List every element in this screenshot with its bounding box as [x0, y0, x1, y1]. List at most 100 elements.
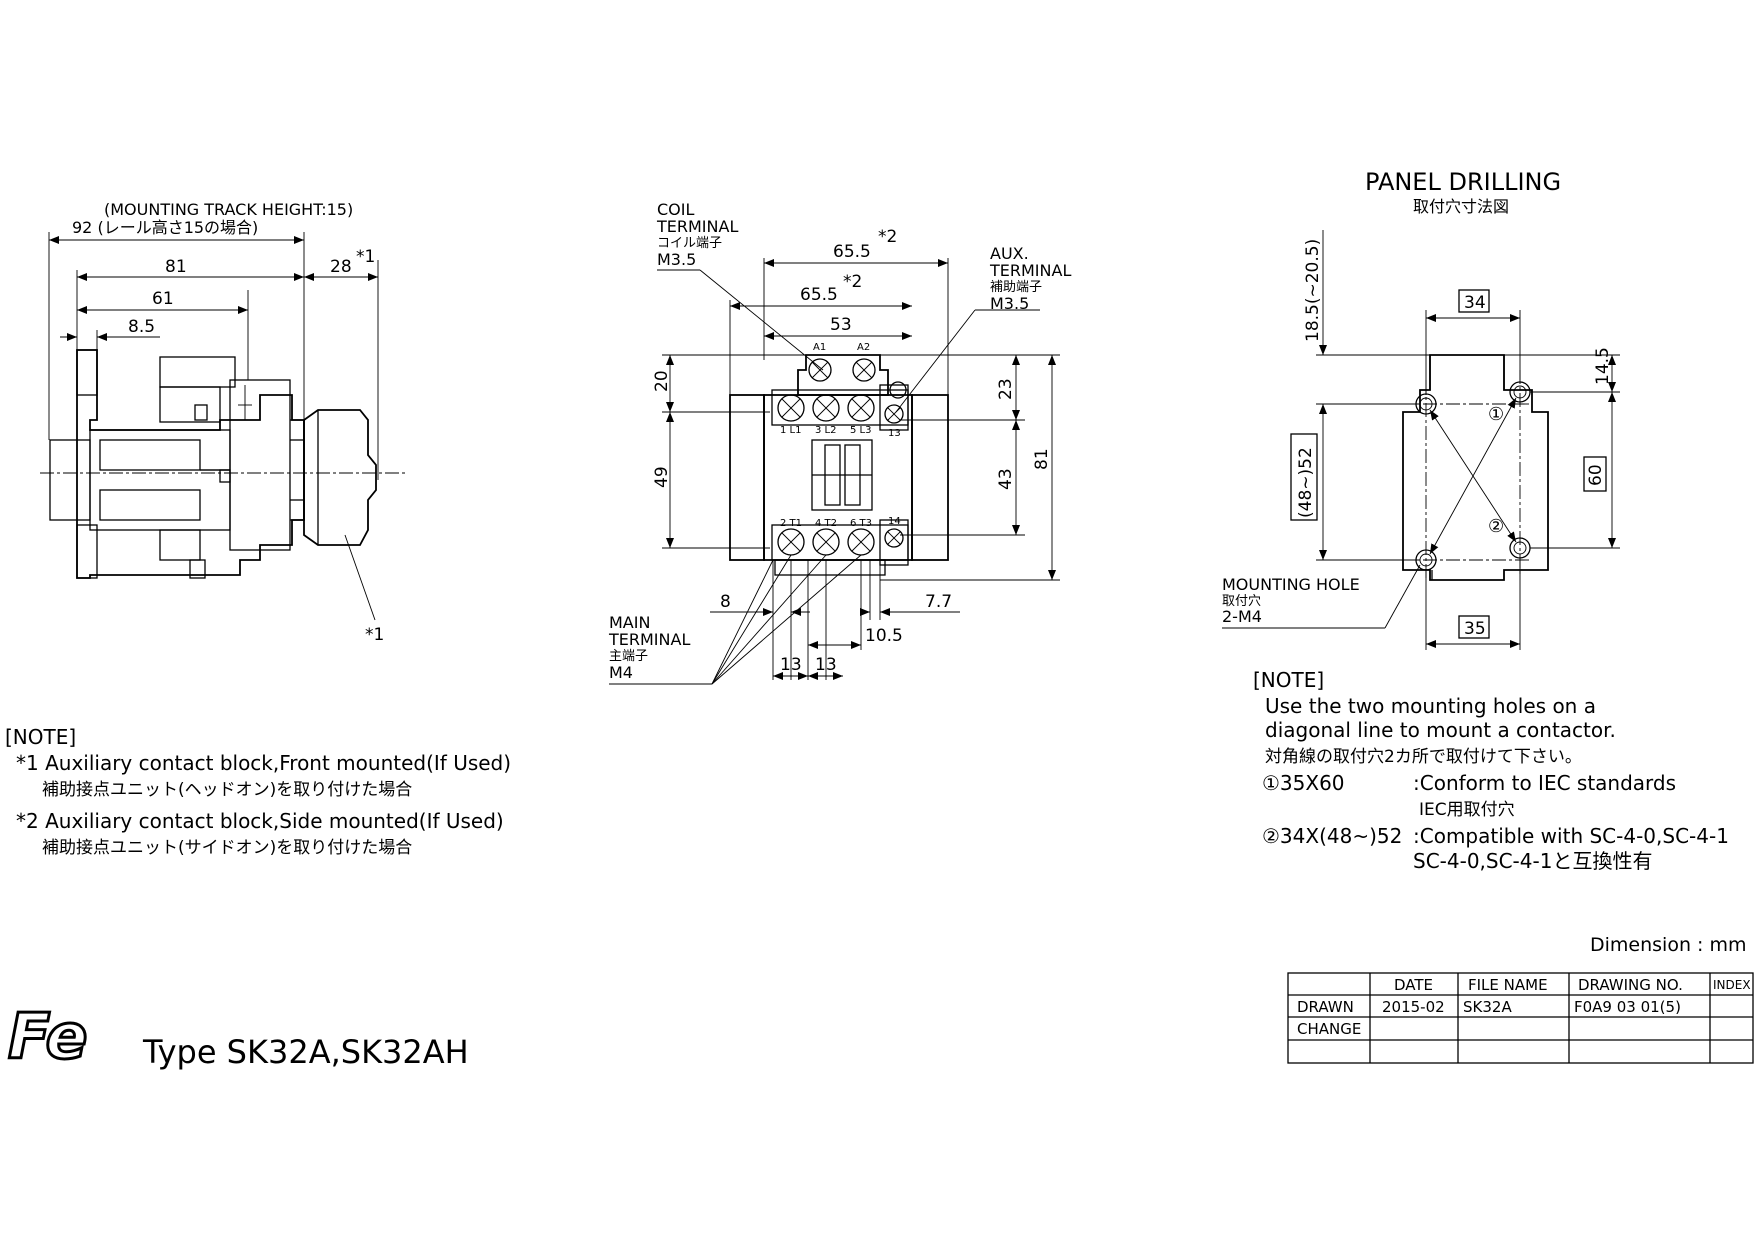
- aux-terminal-size: M3.5: [990, 294, 1029, 313]
- tb-head-drawing: DRAWING NO.: [1578, 976, 1683, 994]
- main-screw-l2: [812, 394, 840, 422]
- dim-48-52-label: (48~)52: [1296, 447, 1316, 518]
- coil-screw-a2: [852, 358, 876, 382]
- tb-drawn-file: SK32A: [1463, 998, 1512, 1016]
- term-label-t1: 2 T1: [780, 518, 802, 529]
- note-right-heading: [NOTE]: [1253, 668, 1324, 692]
- aux-terminal-jp: 補助端子: [990, 280, 1042, 295]
- dim-49-label: 49: [652, 466, 672, 488]
- term-label-l3: 5 L3: [850, 425, 871, 436]
- brand-logo: Fe: [8, 1000, 88, 1073]
- tb-drawn-number: F0A9 03 01(5): [1574, 998, 1681, 1016]
- note-right-opt1-jp: IEC用取付穴: [1419, 800, 1515, 820]
- mounting-hole-jp: 取付穴: [1222, 594, 1261, 609]
- note-left-item2: *2 Auxiliary contact block,Side mounted(…: [16, 809, 504, 833]
- tb-row-drawn: DRAWN: [1297, 998, 1354, 1016]
- coil-label-a2: A2: [857, 342, 870, 353]
- note-right-line2: diagonal line to mount a contactor.: [1265, 718, 1616, 742]
- main-terminal-label-2: TERMINAL: [608, 630, 690, 649]
- front-view: COIL TERMINAL コイル端子 M3.5 AUX. TERMINAL 補…: [608, 200, 1071, 685]
- tb-head-date: DATE: [1394, 976, 1433, 994]
- term-label-13: 13: [888, 428, 901, 439]
- tb-head-file: FILE NAME: [1468, 976, 1548, 994]
- main-screw-t1: [777, 528, 805, 556]
- note-left-item2-jp: 補助接点ユニット(サイドオン)を取り付けた場合: [42, 838, 412, 858]
- term-label-t2: 4 T2: [815, 518, 837, 529]
- dim-13b-label: 13: [815, 655, 837, 675]
- note-right-opt1-desc: :Conform to IEC standards: [1413, 771, 1676, 795]
- dim-23-label: 23: [996, 378, 1016, 400]
- dim-61-label: 61: [152, 289, 174, 309]
- panel-title: PANEL DRILLING: [1365, 168, 1561, 196]
- circle-2-label: ②: [1488, 516, 1504, 537]
- mark-star-2-mid: *2: [843, 272, 862, 292]
- aux-screw-13: [884, 404, 904, 424]
- title-block: DATE FILE NAME DRAWING NO. INDEX DRAWN 2…: [1287, 972, 1754, 1064]
- dim-8-label: 8: [720, 592, 731, 612]
- panel-drilling: PANEL DRILLING 取付穴寸法図 ① ② 18.5(~20.5) 34: [1222, 168, 1620, 650]
- note-right-opt2-key: ②34X(48~)52: [1262, 824, 1402, 848]
- dim-65-5-mid: 65.5: [800, 285, 838, 305]
- tb-drawn-date: 2015-02: [1382, 998, 1445, 1016]
- term-label-t3: 6 T3: [850, 518, 872, 529]
- dim-35-label: 35: [1464, 619, 1486, 639]
- mark-star-1: *1: [356, 247, 375, 267]
- aux-terminal-label: AUX.: [990, 244, 1029, 263]
- tb-row-change: CHANGE: [1297, 1020, 1361, 1038]
- dim-14-5-label: 14.5: [1593, 347, 1613, 385]
- dim-28-label: 28: [330, 257, 352, 277]
- circle-1-label: ①: [1488, 404, 1504, 425]
- term-label-l2: 3 L2: [815, 425, 836, 436]
- main-terminal-jp: 主端子: [609, 649, 648, 664]
- main-terminal-size: M4: [609, 663, 633, 682]
- mark-star-2-top: *2: [878, 227, 897, 247]
- dim-53-label: 53: [830, 315, 852, 335]
- dim-43-label: 43: [996, 468, 1016, 490]
- coil-label-a1: A1: [813, 342, 826, 353]
- note-left-item1: *1 Auxiliary contact block,Front mounted…: [16, 751, 511, 775]
- note-right-opt2-desc: :Compatible with SC-4-0,SC-4-1: [1413, 824, 1729, 848]
- dim-18-5-label: 18.5(~20.5): [1303, 239, 1323, 342]
- coil-terminal-size: M3.5: [657, 250, 696, 269]
- side-view: (MOUNTING TRACK HEIGHT:15) 92 (レール高さ15の場…: [40, 200, 405, 645]
- coil-terminal-label: COIL: [657, 200, 694, 219]
- main-terminal-label: MAIN: [609, 613, 650, 632]
- dim-20-label: 20: [652, 370, 672, 392]
- dim-81-front: 81: [1032, 448, 1052, 470]
- coil-screw-a1: [808, 358, 832, 382]
- callout-star-1: *1: [365, 625, 384, 645]
- dimension-unit: Dimension : mm: [1590, 934, 1747, 956]
- panel-title-jp: 取付穴寸法図: [1413, 197, 1509, 216]
- dim-81-side: 81: [165, 257, 187, 277]
- dim-8-5-label: 8.5: [128, 317, 155, 337]
- dim-92-label: 92 (レール高さ15の場合): [72, 218, 258, 237]
- note-left: [NOTE] *1 Auxiliary contact block,Front …: [5, 725, 511, 858]
- dim-60-label: 60: [1586, 464, 1606, 486]
- dim-34-label: 34: [1464, 293, 1486, 313]
- aux-terminal-label-2: TERMINAL: [989, 261, 1071, 280]
- note-left-heading: [NOTE]: [5, 725, 76, 749]
- main-screw-l1: [777, 394, 805, 422]
- main-screw-t3: [847, 528, 875, 556]
- main-screw-l3: [847, 394, 875, 422]
- note-right-opt2-jp: SC-4-0,SC-4-1と互換性有: [1413, 849, 1652, 873]
- note-right: [NOTE] Use the two mounting holes on a d…: [1253, 668, 1729, 873]
- mounting-track-label: (MOUNTING TRACK HEIGHT:15): [104, 200, 353, 219]
- main-screw-t2: [812, 528, 840, 556]
- note-right-line3-jp: 対角線の取付穴2カ所で取付けて下さい。: [1265, 747, 1582, 767]
- tb-head-index: INDEX: [1713, 978, 1751, 992]
- dim-10-5-label: 10.5: [865, 626, 903, 646]
- dim-13a-label: 13: [780, 655, 802, 675]
- coil-terminal-jp: コイル端子: [657, 236, 722, 251]
- term-label-14: 14: [888, 516, 901, 527]
- model-type: Type SK32A,SK32AH: [142, 1033, 469, 1071]
- mounting-hole-size: 2-M4: [1222, 607, 1262, 626]
- coil-terminal-label-2: TERMINAL: [656, 217, 738, 236]
- dim-7-7-label: 7.7: [925, 592, 952, 612]
- note-left-item1-jp: 補助接点ユニット(ヘッドオン)を取り付けた場合: [42, 780, 412, 800]
- dim-65-5-top: 65.5: [833, 242, 871, 262]
- footer: Dimension : mm Fe Type SK32A,SK32AH: [7, 934, 1747, 1075]
- note-right-opt1-key: ①35X60: [1262, 771, 1345, 795]
- note-right-line1: Use the two mounting holes on a: [1265, 694, 1596, 718]
